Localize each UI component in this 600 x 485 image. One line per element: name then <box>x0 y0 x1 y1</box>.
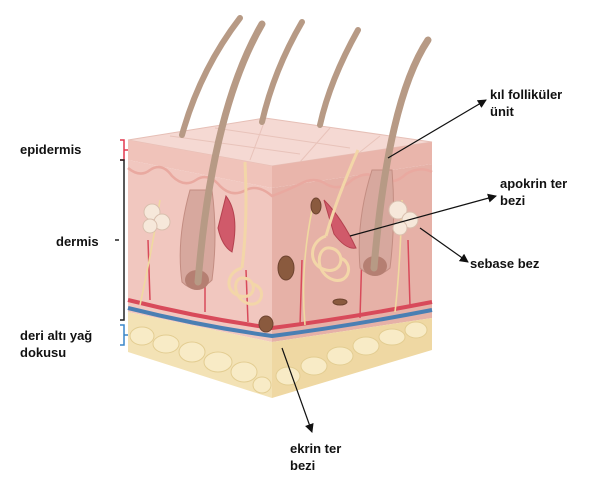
surface-creases <box>169 119 381 163</box>
label-hypodermis: deri altı yağ dokusu <box>20 328 93 360</box>
hypodermis-bracket <box>120 324 128 346</box>
eccrine-gland-leader <box>281 347 314 433</box>
label-dermis: dermis <box>56 234 99 249</box>
sebaceous-gland-leader <box>419 227 469 263</box>
hair-follicle-leader <box>387 99 487 159</box>
vein <box>127 306 433 339</box>
label-sebaceous-gland: sebase bez <box>470 256 540 271</box>
epidermis-bracket <box>120 139 128 161</box>
apocrine-sweat-gland <box>311 149 360 282</box>
sebaceous-glands <box>142 200 419 236</box>
fat-lobules <box>129 321 428 394</box>
label-apocrine-gland: apokrin ter bezi <box>500 176 568 208</box>
lamellar-corpuscles <box>258 197 348 333</box>
dermis-bracket <box>115 159 125 321</box>
skin-block <box>127 15 433 398</box>
label-epidermis: epidermis <box>20 142 82 157</box>
epidermis-front <box>128 140 272 188</box>
eccrine-sweat-gland <box>227 161 263 306</box>
label-eccrine-gland: ekrin ter bezi <box>290 441 342 473</box>
hair-shafts <box>179 15 432 286</box>
label-hair-follicle: kıl folliküler ünit <box>490 87 563 119</box>
apocrine-gland-leader <box>349 193 497 237</box>
